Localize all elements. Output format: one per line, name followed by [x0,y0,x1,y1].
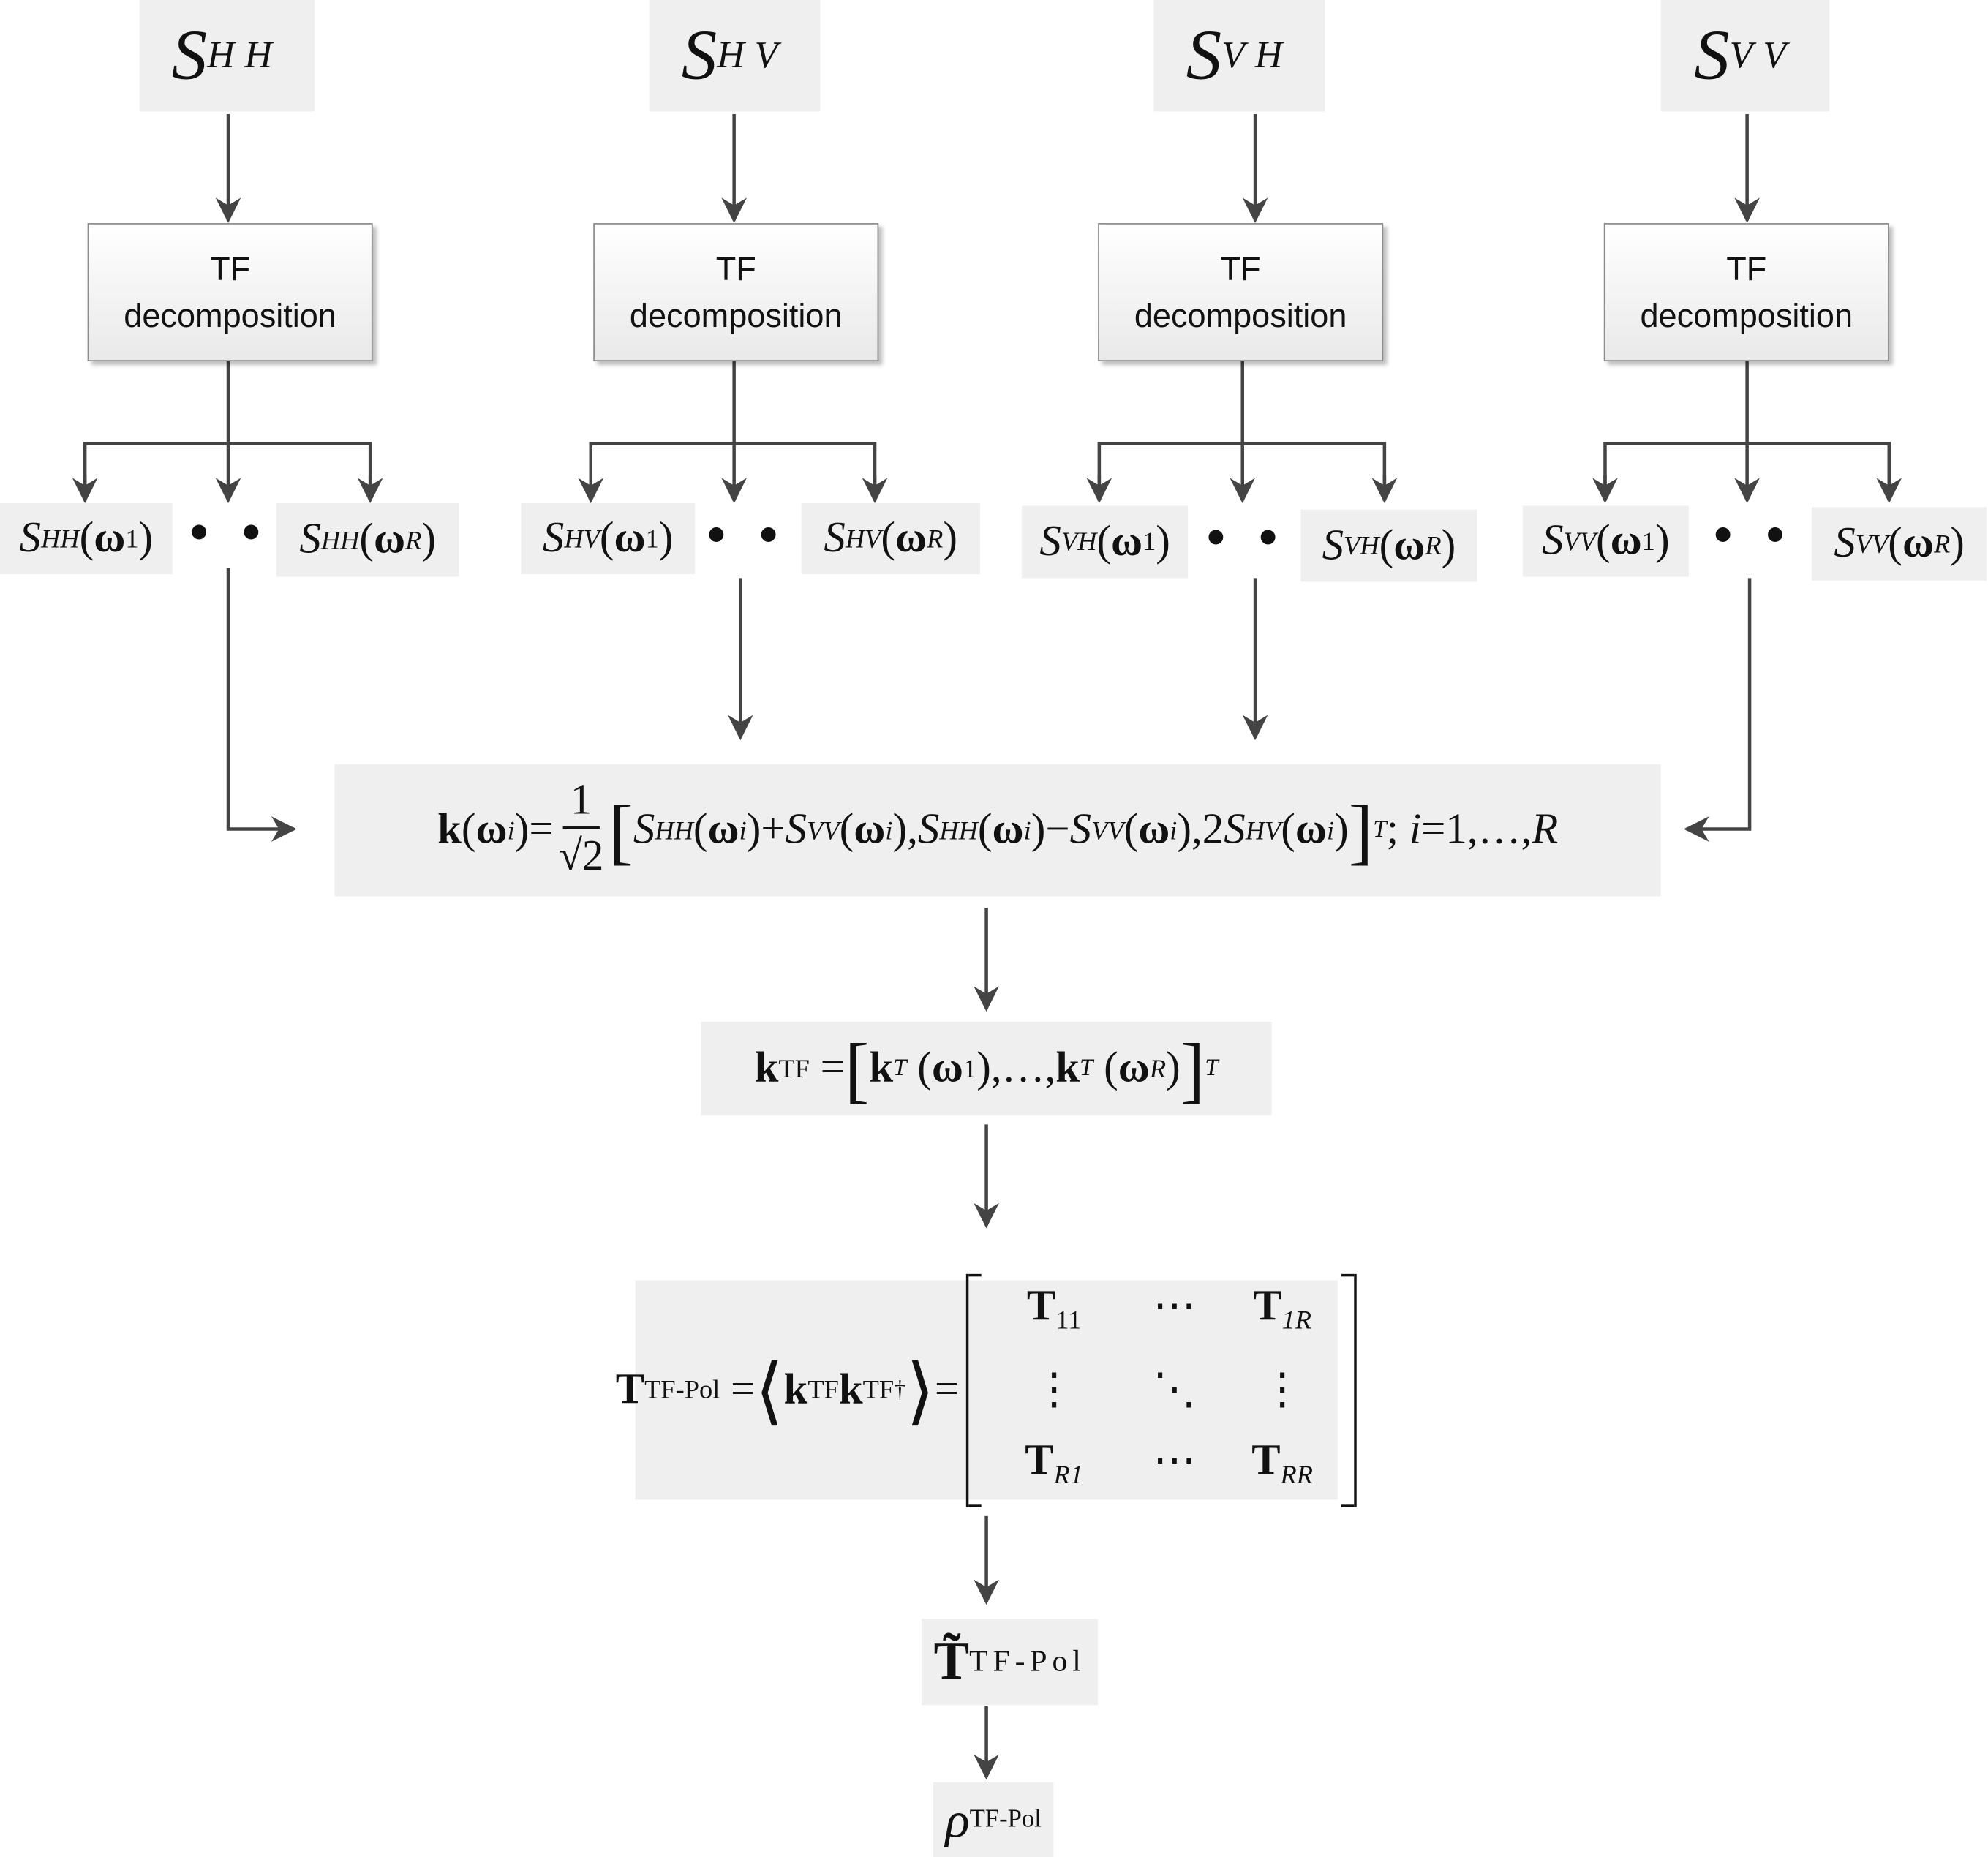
arrow-hh-k [226,568,297,842]
matrix-t11: T11 [1026,1282,1082,1335]
matrix-hdots-bottom: ⋯ [1153,1436,1197,1484]
branch-hv [578,361,888,504]
matrix-ddots: ⋱ [1153,1366,1197,1413]
fraction: 1√2 [558,777,604,880]
matrix-hdots-top: ⋯ [1153,1282,1197,1330]
branch-vh [1086,361,1398,504]
matrix: T11 ⋯ T1R ⋮ ⋱ ⋮ TR1 ⋯ TRR [966,1273,1358,1507]
branch-vv [1592,361,1902,504]
matrix-tr1: TR1 [1025,1436,1083,1489]
matrix-vdots-right: ⋮ [1260,1366,1304,1413]
matrix-t1r: T1R [1253,1282,1311,1335]
branch-hh [72,361,383,504]
arrow-vv-k [1683,578,1752,842]
matrix-vdots-left: ⋮ [1032,1366,1076,1413]
matrix-trr: TRR [1251,1436,1314,1489]
t-tilde-output: T̃TF-Pol [922,1619,1099,1706]
